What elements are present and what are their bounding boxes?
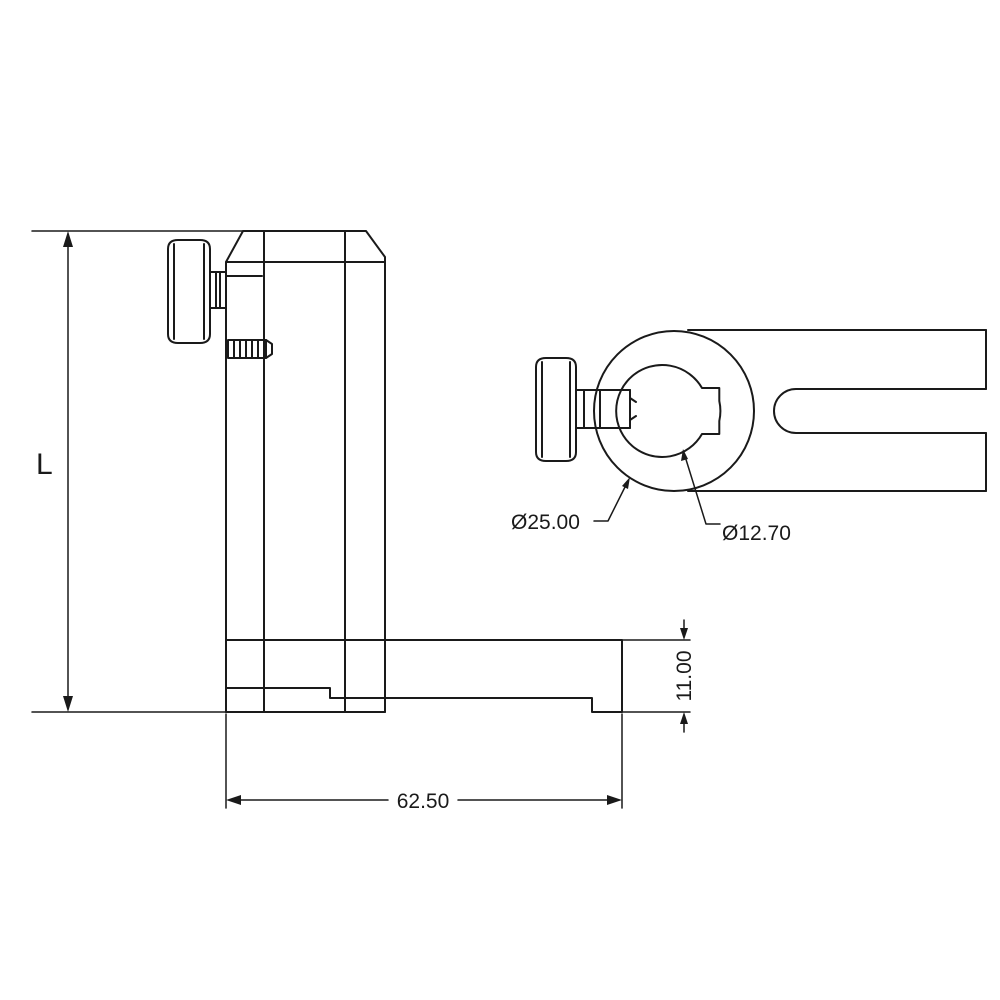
thumbscrew-side — [167, 239, 227, 344]
inner-diameter-label: Ø12.70 — [722, 522, 791, 545]
dimension-length — [31, 230, 244, 713]
base-arm — [263, 639, 623, 713]
base-height-label: 11.00 — [673, 651, 696, 702]
set-screw — [227, 339, 273, 359]
side-view: L 11.00 62.50 — [31, 230, 696, 813]
dimension-base-height — [621, 619, 691, 733]
leader-inner-diameter — [681, 449, 721, 525]
leader-outer-diameter — [593, 477, 630, 522]
thumbscrew-top — [535, 357, 637, 462]
outer-ring — [593, 330, 755, 492]
top-view: Ø25.00 Ø12.70 — [511, 329, 987, 545]
bore — [615, 364, 722, 458]
dimension-base-length — [225, 713, 623, 809]
base-length-label: 62.50 — [397, 790, 450, 813]
outer-diameter-label: Ø25.00 — [511, 511, 580, 534]
slotted-arm — [687, 329, 987, 492]
length-label: L — [36, 448, 53, 481]
